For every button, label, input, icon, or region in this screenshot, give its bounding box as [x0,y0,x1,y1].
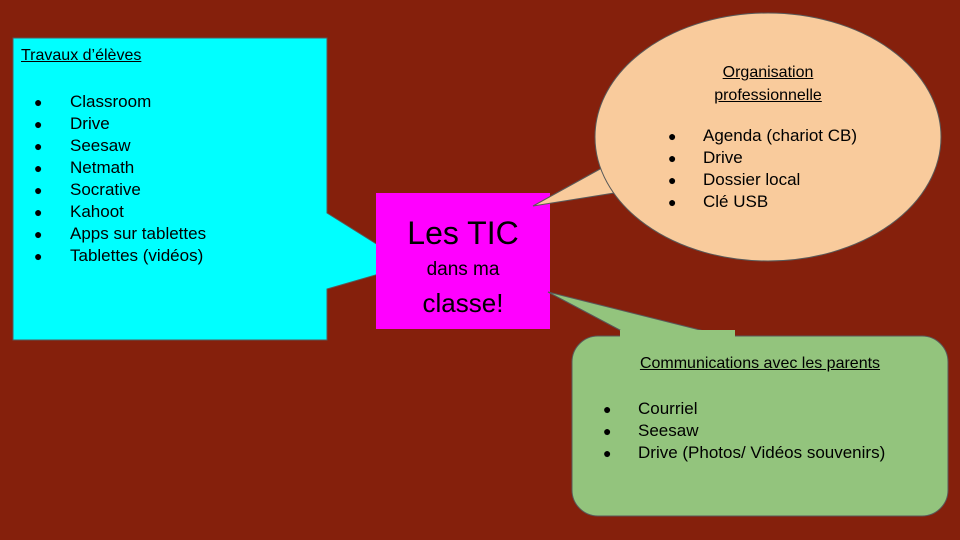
bullet-icon: ● [34,160,43,176]
center-title-line2: dans ma [426,259,500,280]
bullet-icon: ● [34,138,43,154]
center-box[interactable] [376,193,550,329]
bullet-icon: ● [668,194,677,210]
bullet-icon: ● [603,423,612,439]
list-item: ●Dossier local [668,170,801,189]
bullet-icon: ● [668,128,677,144]
org-speech-bubble[interactable] [594,12,942,262]
bullet-icon: ● [34,248,43,264]
list-item: ●Classroom [34,92,152,111]
bullet-icon: ● [34,226,43,242]
list-item: ●Courriel [603,399,698,418]
org-bubble-list: ●Agenda (chariot CB) ●Drive ●Dossier loc… [668,125,857,213]
bullet-icon: ● [603,401,612,417]
bullet-icon: ● [34,116,43,132]
list-item: ●Kahoot [34,202,124,221]
left-box-list: ●Classroom ●Drive ●Seesaw ●Netmath ●Socr… [34,91,206,267]
bullet-icon: ● [34,204,43,220]
list-item: ●Drive (Photos/ Vidéos souvenirs) [603,443,886,462]
center-title: Les TIC dans ma classe! [376,212,550,320]
list-item: ●Clé USB [668,192,769,211]
comm-box-title: Communications avec les parents [639,355,881,372]
list-item: ●Agenda (chariot CB) [668,126,858,145]
list-item: ●Tablettes (vidéos) [34,246,204,265]
bullet-icon: ● [34,94,43,110]
bullet-icon: ● [668,150,677,166]
center-title-line3: classe! [422,288,504,318]
list-item: ●Seesaw [34,136,131,155]
comm-callout-box[interactable] [571,335,949,517]
list-item: ●Seesaw [603,421,699,440]
comm-tail-join [620,330,735,340]
list-item: ●Socrative [34,180,141,199]
org-bubble-title: Organisation professionnelle [714,64,822,104]
bullet-icon: ● [668,172,677,188]
list-item: ●Apps sur tablettes [34,224,207,243]
list-item: ●Drive [34,114,110,133]
list-item: ●Drive [668,148,743,167]
center-title-line1: Les TIC [407,215,519,251]
left-box-title: Travaux d’élèves [21,47,142,64]
bullet-icon: ● [603,445,612,461]
bullet-icon: ● [34,182,43,198]
comm-box-list: ●Courriel ●Seesaw ●Drive (Photos/ Vidéos… [603,398,885,464]
left-callout-box[interactable] [12,37,412,341]
list-item: ●Netmath [34,158,135,177]
